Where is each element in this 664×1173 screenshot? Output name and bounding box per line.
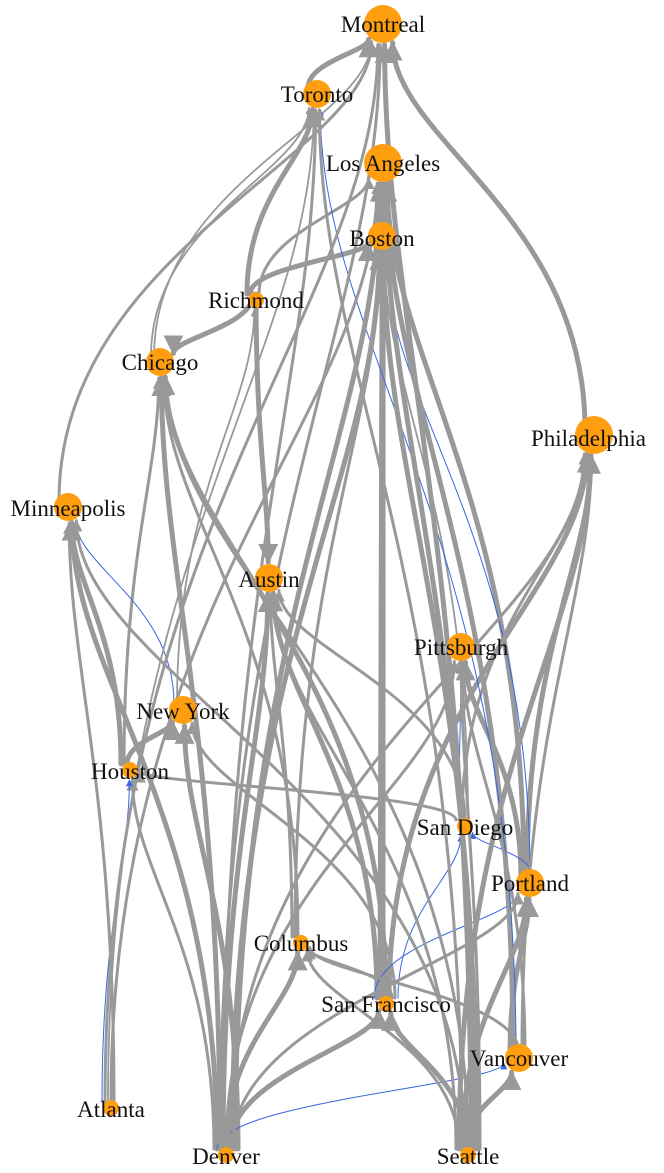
node-label-denver: Denver bbox=[192, 1144, 260, 1169]
edge-seattle-to-austin bbox=[268, 591, 458, 1151]
edge-san-francisco-to-new-york bbox=[186, 721, 397, 1000]
node-label-toronto: Toronto bbox=[281, 82, 354, 107]
node-columbus[interactable] bbox=[293, 935, 309, 951]
node-label-atlanta: Atlanta bbox=[77, 1097, 145, 1122]
node-label-montreal: Montreal bbox=[341, 12, 425, 37]
edge-houston-to-chicago bbox=[122, 376, 165, 766]
edge-denver-to-los-angeles bbox=[232, 181, 390, 1152]
node-label-philadelphia: Philadelphia bbox=[531, 426, 646, 451]
node-label-houston: Houston bbox=[91, 759, 169, 784]
node-austin[interactable] bbox=[255, 564, 283, 592]
node-label-pittsburgh: Pittsburgh bbox=[414, 635, 509, 660]
edge-denver-to-houston bbox=[126, 778, 216, 1151]
node-denver[interactable] bbox=[218, 1147, 234, 1163]
edge-richmond-to-boston bbox=[247, 240, 378, 297]
node-label-boston: Boston bbox=[349, 226, 415, 251]
node-minneapolis[interactable] bbox=[54, 493, 82, 521]
edge-denver-to-portland bbox=[230, 892, 525, 1151]
node-label-austin: Austin bbox=[238, 567, 300, 592]
node-label-columbus: Columbus bbox=[254, 931, 349, 956]
edge-denver-to-vancouver bbox=[216, 1062, 508, 1150]
node-san-diego[interactable] bbox=[457, 818, 473, 834]
edge-vancouver-to-philadelphia bbox=[520, 454, 598, 1054]
edge-seattle-to-minneapolis bbox=[70, 519, 467, 1151]
edge-new-york-to-richmond bbox=[176, 308, 258, 705]
edge-minneapolis-to-montreal bbox=[57, 40, 378, 503]
edge-vancouver-to-pittsburgh bbox=[457, 661, 527, 1054]
edge-richmond-to-austin bbox=[253, 291, 279, 565]
node-vancouver[interactable] bbox=[505, 1044, 533, 1072]
edge-seattle-to-chicago bbox=[159, 375, 470, 1151]
edge-atlanta-to-minneapolis bbox=[63, 521, 116, 1104]
node-pittsburgh[interactable] bbox=[447, 633, 475, 661]
edge-vancouver-to-columbus bbox=[303, 946, 521, 1054]
edge-portland-to-los-angeles bbox=[377, 181, 527, 880]
edge-denver-to-san-francisco bbox=[226, 1008, 389, 1152]
edge-denver-to-minneapolis bbox=[61, 520, 220, 1152]
edge-seattle-to-columbus bbox=[301, 949, 461, 1151]
node-boston[interactable] bbox=[368, 222, 396, 250]
node-label-portland: Portland bbox=[491, 871, 569, 896]
node-label-chicago: Chicago bbox=[122, 350, 199, 375]
node-label-san-francisco: San Francisco bbox=[321, 992, 451, 1017]
node-label-richmond: Richmond bbox=[208, 288, 304, 313]
edge-chicago-to-montreal bbox=[153, 40, 376, 357]
node-houston[interactable] bbox=[122, 762, 138, 778]
edge-seattle-to-toronto bbox=[313, 108, 464, 1151]
node-philadelphia[interactable] bbox=[575, 416, 613, 454]
node-san-francisco[interactable] bbox=[378, 996, 394, 1012]
node-montreal[interactable] bbox=[364, 5, 402, 43]
node-label-minneapolis: Minneapolis bbox=[11, 496, 126, 521]
edges-layer bbox=[57, 36, 602, 1152]
node-label-seattle: Seattle bbox=[437, 1144, 500, 1169]
node-label-vancouver: Vancouver bbox=[470, 1046, 569, 1071]
edge-seattle-to-portland bbox=[459, 896, 537, 1152]
edge-richmond-to-toronto bbox=[244, 106, 323, 297]
node-label-new-york: New York bbox=[136, 699, 230, 724]
edge-columbus-to-austin bbox=[264, 592, 294, 939]
node-portland[interactable] bbox=[516, 869, 544, 897]
edge-denver-to-philadelphia bbox=[227, 452, 591, 1151]
node-toronto[interactable] bbox=[303, 80, 331, 108]
node-label-los-angeles: Los Angeles bbox=[326, 151, 440, 176]
edge-seattle-to-boston bbox=[373, 249, 480, 1152]
edge-seattle-to-philadelphia bbox=[456, 453, 601, 1152]
edge-houston-to-new-york bbox=[124, 719, 183, 767]
edge-denver-to-toronto bbox=[221, 108, 322, 1151]
edge-columbus-to-chicago bbox=[157, 376, 300, 939]
node-new-york[interactable] bbox=[169, 696, 197, 724]
node-los-angeles[interactable] bbox=[364, 144, 402, 182]
edge-philadelphia-to-montreal bbox=[382, 40, 588, 432]
node-label-san-diego: San Diego bbox=[417, 815, 513, 840]
node-chicago[interactable] bbox=[146, 348, 174, 376]
node-atlanta[interactable] bbox=[103, 1100, 119, 1116]
edge-atlanta-to-los-angeles bbox=[109, 181, 384, 1104]
edge-richmond-to-los-angeles bbox=[257, 176, 375, 296]
edge-san-francisco-to-philadelphia bbox=[386, 452, 597, 1001]
nodes-layer bbox=[54, 5, 613, 1163]
edge-seattle-to-pittsburgh bbox=[455, 661, 482, 1151]
node-seattle[interactable] bbox=[460, 1147, 476, 1163]
edge-atlanta-to-toronto bbox=[107, 108, 318, 1103]
edge-denver-to-chicago bbox=[151, 375, 223, 1152]
node-richmond[interactable] bbox=[248, 292, 264, 308]
